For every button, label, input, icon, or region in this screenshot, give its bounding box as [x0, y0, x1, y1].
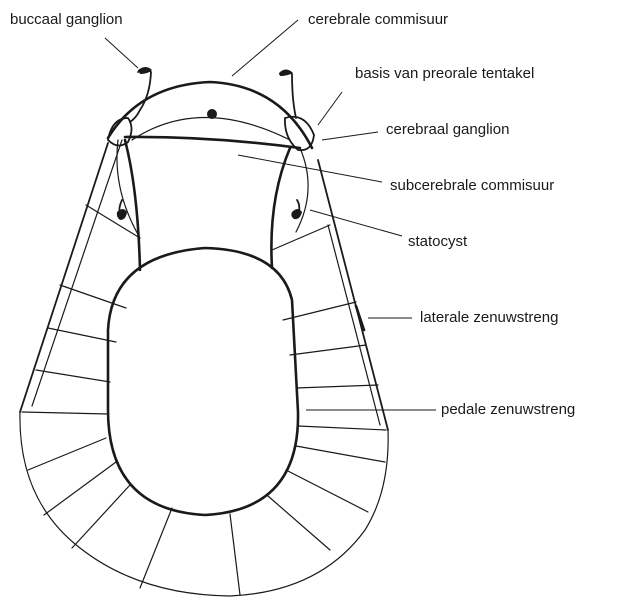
- lateral-nerve-cord-marker: [356, 306, 364, 330]
- sole-segments: [28, 438, 385, 595]
- label-subcerebral-commissure: subcerebrale commisuur: [390, 177, 554, 194]
- right-tentacle-lines: [296, 148, 380, 425]
- central-cavity: [108, 248, 298, 515]
- label-statocyst: statocyst: [408, 233, 468, 250]
- label-cerebral-ganglion: cerebraal ganglion: [386, 121, 509, 138]
- label-preoral-tentacle-base: basis van preorale tentakel: [355, 65, 534, 82]
- neck-lines: [125, 140, 290, 270]
- head-region: [108, 82, 314, 150]
- label-cerebral-commissure: cerebrale commisuur: [308, 11, 448, 28]
- label-pedal-nerve-cord: pedale zenuwstreng: [441, 401, 575, 418]
- left-tentacle-lines: [32, 140, 140, 406]
- foot-outline: [20, 143, 388, 596]
- right-segments: [272, 225, 386, 430]
- label-buccal-ganglion: buccaal ganglion: [10, 11, 123, 28]
- label-lateral-nerve-cord: laterale zenuwstreng: [420, 309, 558, 326]
